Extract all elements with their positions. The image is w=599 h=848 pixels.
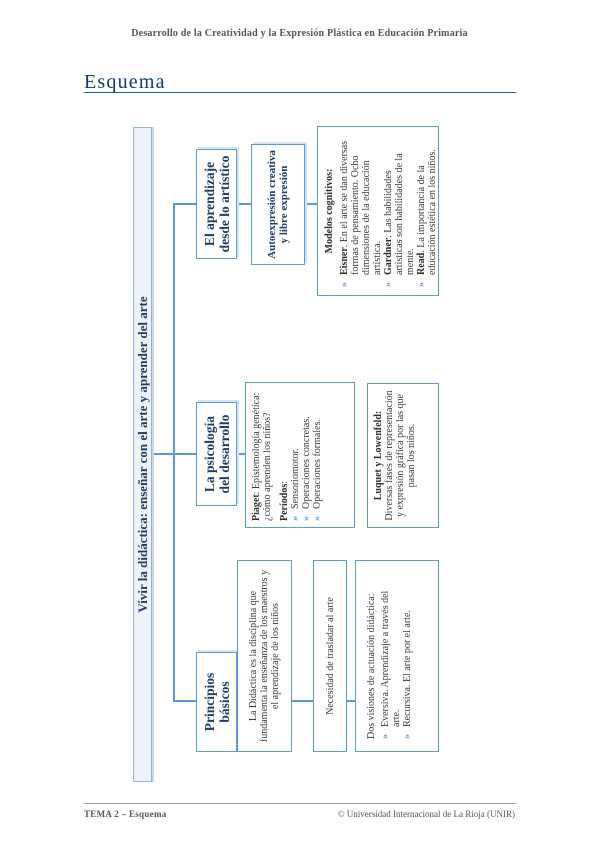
autoexpresion-box: Autoexpresión creativa y libre expresión bbox=[251, 144, 305, 265]
periodo-item: Sensoriomotor. bbox=[290, 389, 301, 521]
piaget-name: Piaget bbox=[251, 494, 262, 521]
luquet-box: Luquet y Lowenfeld: Diversas fases de re… bbox=[367, 383, 439, 528]
piaget-text: Piaget: Epistemología genética: ¿cómo ap… bbox=[251, 392, 273, 521]
category-principios: Principios básicos bbox=[196, 652, 237, 752]
visiones-item-recursiva: Recursiva. El arte por el arte. bbox=[402, 573, 413, 739]
modelo-item-read: Read. La importancia de la educación est… bbox=[416, 135, 438, 287]
footer-copyright: © Universidad Internacional de La Rioja … bbox=[337, 809, 515, 819]
periodos-label: Períodos: bbox=[279, 481, 290, 521]
periodos-list: Sensoriomotor. Operaciones concretas. Op… bbox=[290, 389, 323, 521]
modelo-item-eisner: Eisner. En el arte se dan diversas forma… bbox=[339, 135, 383, 287]
modelos-box: Modelos cognitivos: Eisner. En el arte s… bbox=[317, 126, 439, 296]
footer-rule bbox=[84, 803, 516, 804]
visiones-item-eversiva: Eversiva. Aprendizaje a través del arte. bbox=[380, 573, 402, 739]
connector-col3-models bbox=[305, 203, 317, 205]
modelos-title: Modelos cognitivos: bbox=[324, 168, 335, 254]
footer-topic: TEMA 2 – Esquema bbox=[84, 809, 167, 819]
connector-col1 bbox=[173, 700, 196, 702]
category-aprendizaje: El aprendizaje desde lo artístico bbox=[196, 149, 237, 259]
main-title-bar: Vivir la didáctica: enseñar con el arte … bbox=[133, 127, 152, 782]
visiones-list: Eversiva. Aprendizaje a través del arte.… bbox=[380, 573, 413, 739]
luquet-name: Luquet y Lowenfeld: bbox=[373, 410, 384, 501]
title-rule bbox=[84, 92, 516, 93]
trasladar-arte-box: Necesidad de trasladar al arte bbox=[313, 560, 347, 752]
connector-col3-inner bbox=[237, 203, 251, 205]
visiones-box: Dos visiones de actuación didáctica: Eve… bbox=[355, 560, 439, 752]
category-psicologia: La psicología del desarrollo bbox=[196, 402, 237, 506]
connector-col2 bbox=[173, 453, 196, 455]
piaget-box: Piaget: Epistemología genética: ¿cómo ap… bbox=[245, 382, 355, 528]
visiones-intro: Dos visiones de actuación didáctica: bbox=[366, 593, 377, 739]
luquet-text: Diversas fases de representación y expre… bbox=[384, 390, 417, 521]
connector-trunk bbox=[151, 453, 173, 455]
periodo-item: Operaciones concretas. bbox=[301, 389, 312, 521]
didactica-definition-box: La Didáctica es la disciplina que fundam… bbox=[237, 560, 292, 752]
modelos-list: Eisner. En el arte se dan diversas forma… bbox=[339, 135, 438, 287]
concept-map: Vivir la didáctica: enseñar con el arte … bbox=[133, 126, 459, 782]
connector-col3 bbox=[173, 203, 196, 205]
periodo-item: Operaciones formales. bbox=[312, 389, 323, 521]
running-header: Desarrollo de la Creatividad y la Expres… bbox=[131, 28, 468, 39]
modelo-item-gardner: Gardner. Las habilidades artísticas son … bbox=[383, 135, 416, 287]
section-title: Esquema bbox=[84, 71, 166, 93]
